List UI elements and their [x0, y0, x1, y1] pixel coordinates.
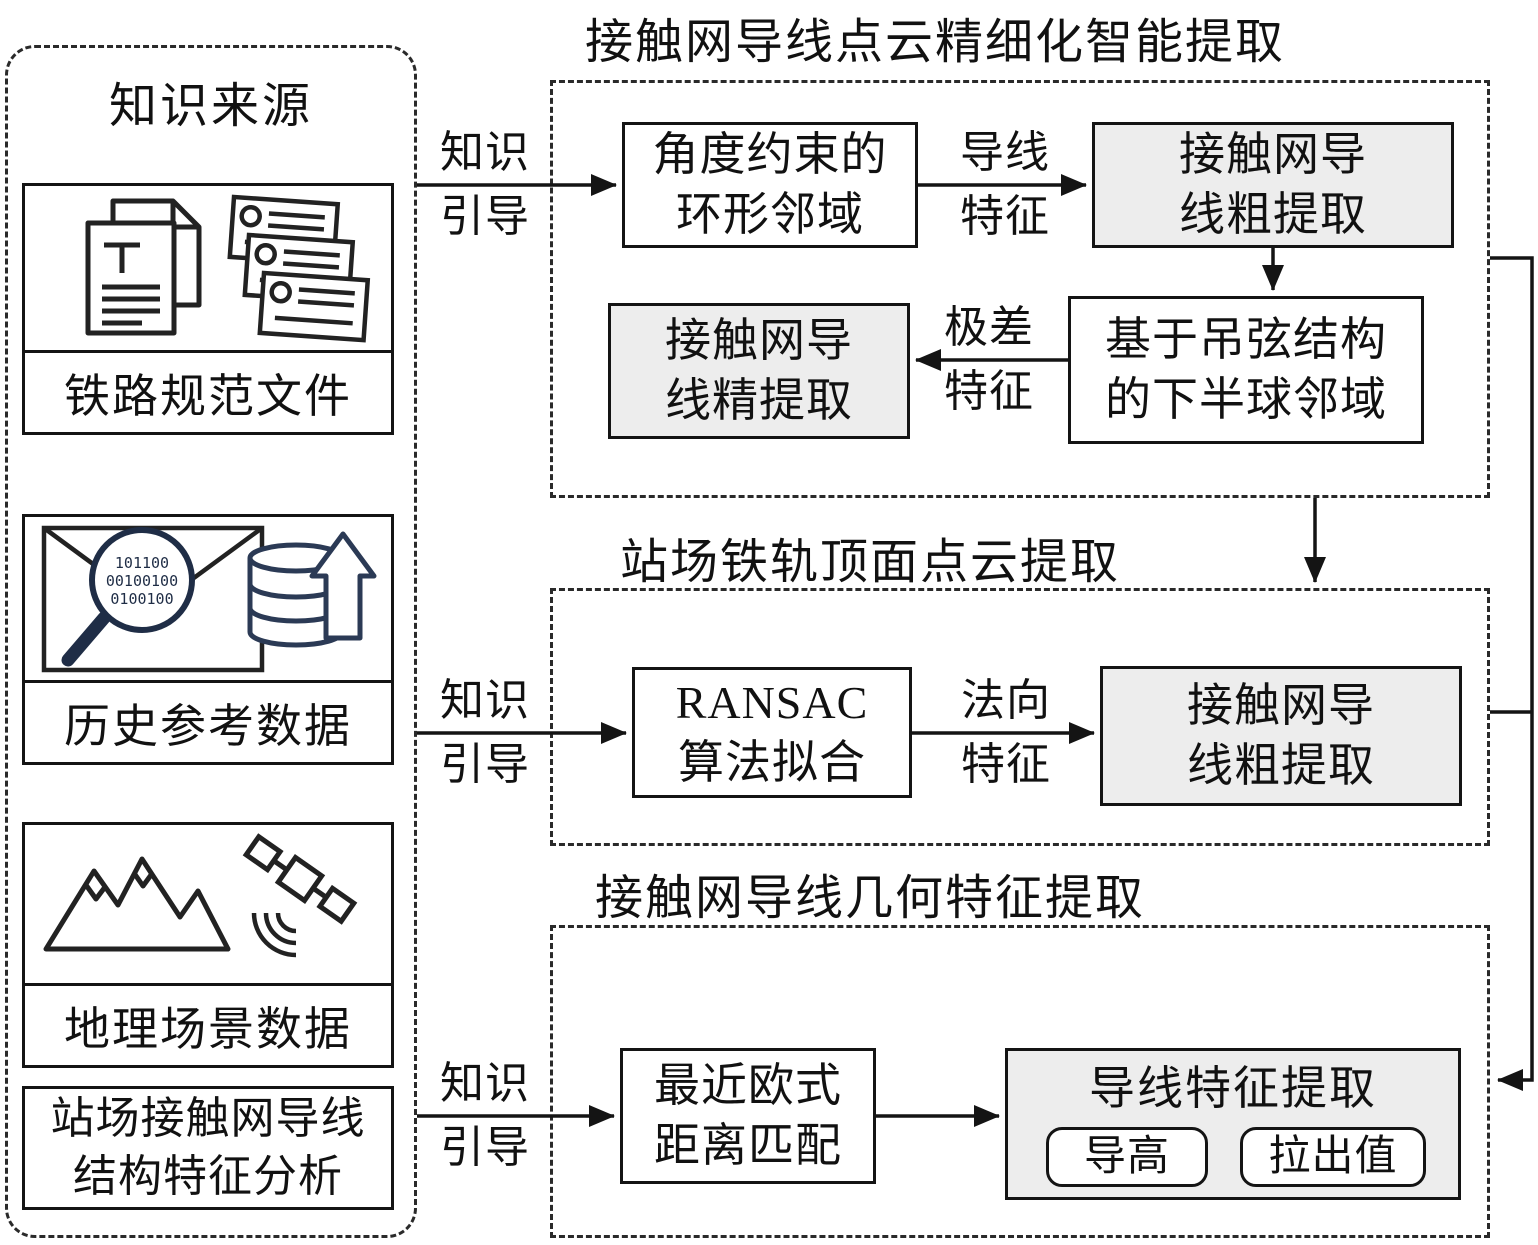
box-wire-fine-extraction: 接触网导 线精提取: [608, 303, 910, 439]
source-label-structure-analysis: 站场接触网导线 结构特征分析: [50, 1093, 366, 1201]
source-label-railway-specs: 铁路规范文件: [25, 350, 391, 432]
source-geo-data: 地理场景数据: [22, 822, 394, 1068]
section-title-refine: 接触网导线点云精细化智能提取: [584, 16, 1285, 69]
label-knowledge-guide-3: 知识 引导: [440, 1059, 530, 1172]
knowledge-source-panel: [5, 45, 417, 1238]
box-wire-feature-extraction: 导线特征提取 导高 拉出值: [1005, 1048, 1461, 1200]
label-normal-feature: 法向 特征: [961, 676, 1051, 789]
source-history-data: 101100 00100100 0100100 历史参考数据: [22, 514, 394, 765]
svg-text:0100100: 0100100: [110, 590, 173, 608]
box-rail-coarse-extraction: 接触网导 线粗提取: [1100, 666, 1462, 806]
magnifier-icon: 101100 00100100 0100100: [61, 526, 195, 666]
label-range-feature: 极差 特征: [944, 303, 1034, 416]
source-label-history-data: 历史参考数据: [25, 680, 391, 762]
rail-extraction-section: [550, 588, 1490, 846]
box-ransac-fitting: RANSAC 算法拟合: [632, 667, 912, 798]
up-arrow-icon: [309, 531, 377, 640]
label-wire-feature: 导线 特征: [960, 128, 1050, 241]
document-icon: [85, 198, 202, 336]
arrow-right-rail-to-geometry: [1490, 256, 1534, 1091]
label-knowledge-guide-1: 知识 引导: [440, 128, 530, 241]
mountains-icon: [43, 856, 231, 952]
section-title-rail: 站场铁轨顶面点云提取: [619, 536, 1120, 589]
box-annular-neighborhood: 角度约束的 环形邻域: [622, 122, 918, 248]
chip-stagger-value: 拉出值: [1240, 1127, 1426, 1187]
box-euclidean-matching: 最近欧式 距离匹配: [620, 1048, 876, 1184]
box-hemisphere-neighborhood: 基于吊弦结构 的下半球邻域: [1068, 296, 1424, 444]
wire-feature-extraction-title: 导线特征提取: [1089, 1063, 1377, 1114]
refine-extraction-section: [550, 80, 1490, 498]
svg-text:00100100: 00100100: [106, 572, 178, 590]
svg-text:101100: 101100: [115, 554, 169, 572]
search-database-icon: 101100 00100100 0100100: [25, 517, 391, 680]
source-label-geo-data: 地理场景数据: [25, 983, 391, 1065]
section-title-geometry: 接触网导线几何特征提取: [594, 872, 1145, 925]
satellite-icon: [242, 833, 358, 958]
photo-cards-icon: [227, 194, 371, 343]
label-knowledge-guide-2: 知识 引导: [440, 676, 530, 789]
mountain-satellite-icon: [25, 825, 391, 983]
geometry-extraction-section: [550, 925, 1490, 1238]
source-structure-analysis: 站场接触网导线 结构特征分析: [22, 1086, 394, 1210]
box-wire-coarse-extraction: 接触网导 线粗提取: [1092, 122, 1454, 248]
chip-wire-height: 导高: [1046, 1127, 1208, 1187]
railway-documents-icon: [25, 186, 391, 350]
knowledge-source-title: 知识来源: [108, 80, 313, 133]
source-railway-specs: 铁路规范文件: [22, 183, 394, 435]
